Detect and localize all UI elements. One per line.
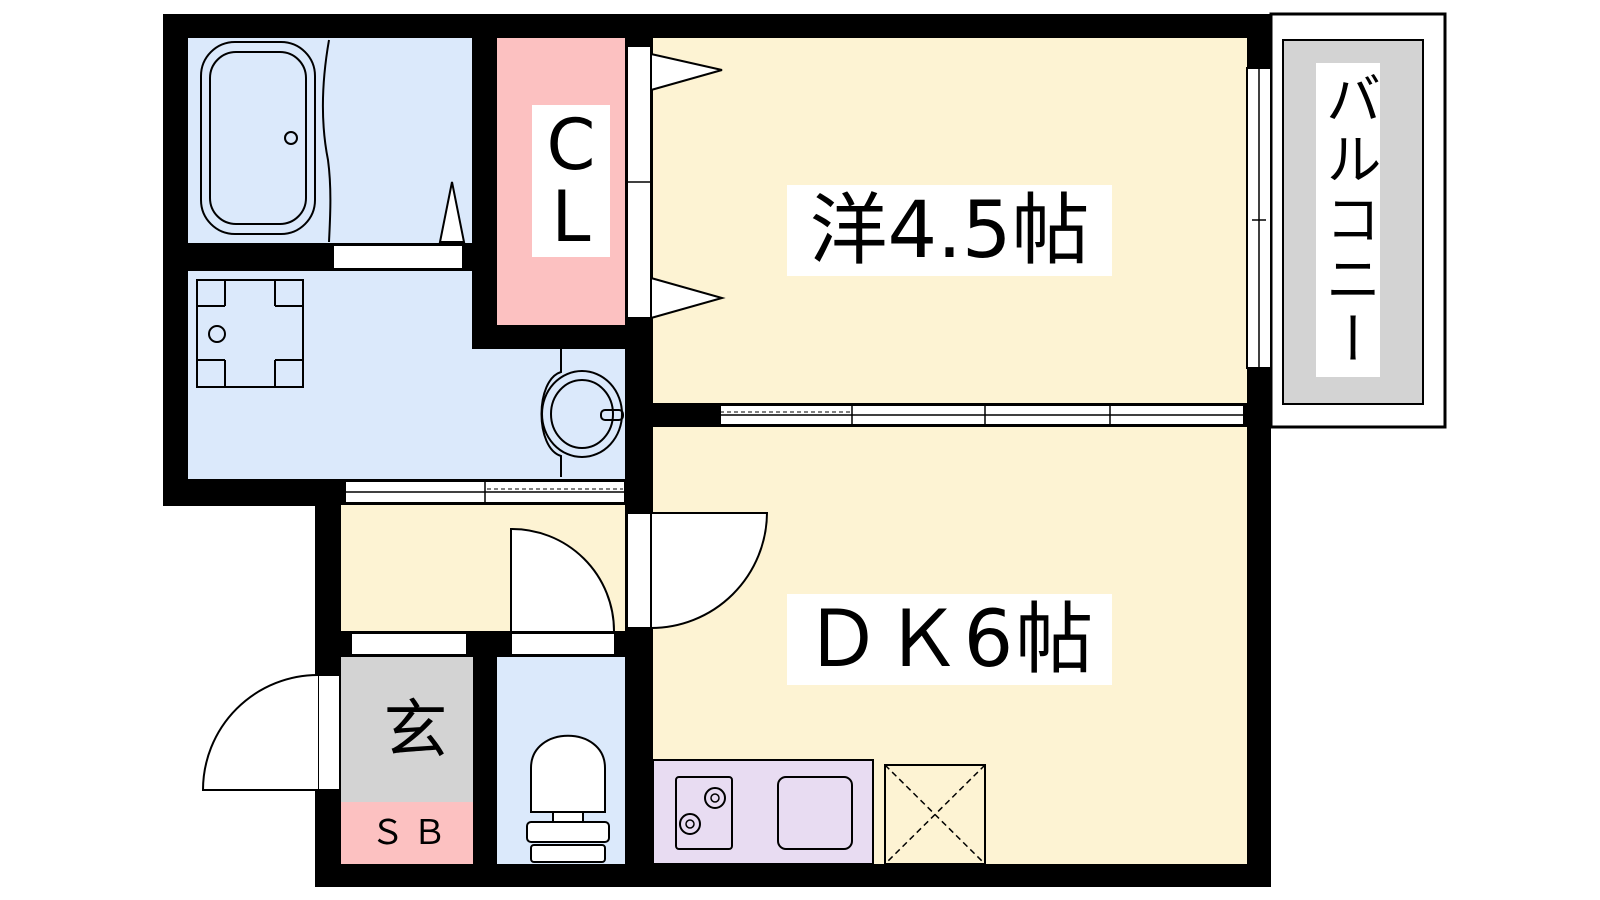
toilet-tank — [526, 821, 610, 843]
washroom-floor-right — [472, 349, 625, 479]
fridge-space — [884, 764, 986, 865]
toilet-bowl — [530, 734, 606, 813]
western-room-label: 洋4.5帖 — [787, 185, 1112, 276]
dk-door-jamb — [626, 512, 652, 629]
balcony-label: バルコニー — [1316, 63, 1381, 377]
bath-curtain — [321, 39, 332, 243]
washer-pan — [196, 279, 304, 388]
dk-door-swing — [650, 512, 769, 630]
toilet-door-jamb — [510, 632, 616, 656]
washer-drain — [208, 325, 226, 343]
kitchen-sink — [777, 776, 853, 850]
washroom-floor-left — [188, 271, 472, 479]
bath-door — [332, 244, 464, 270]
closet-label: C L — [532, 105, 610, 257]
closet-door-leaf-top — [650, 52, 723, 92]
closet-door-leaf-bottom — [650, 276, 726, 320]
bathtub-inner — [209, 51, 307, 225]
front-door-jamb — [317, 674, 341, 791]
stove — [675, 776, 733, 850]
toilet-seat-hinge — [552, 811, 584, 823]
bathtub — [200, 41, 316, 235]
dk-room-label: ＤＫ6帖 — [787, 594, 1112, 685]
shoe-box — [341, 802, 473, 864]
bath-faucet — [438, 181, 466, 243]
entrance-step — [350, 632, 468, 656]
entrance-floor — [341, 657, 473, 802]
closet-label-top: C — [546, 104, 596, 186]
closet-label-bottom: L — [551, 176, 591, 258]
toilet-door-swing — [510, 527, 615, 632]
front-door-swing — [201, 674, 319, 791]
entrance-label: 玄 — [383, 694, 448, 768]
shoe-box-label: ＳＢ — [370, 813, 455, 853]
